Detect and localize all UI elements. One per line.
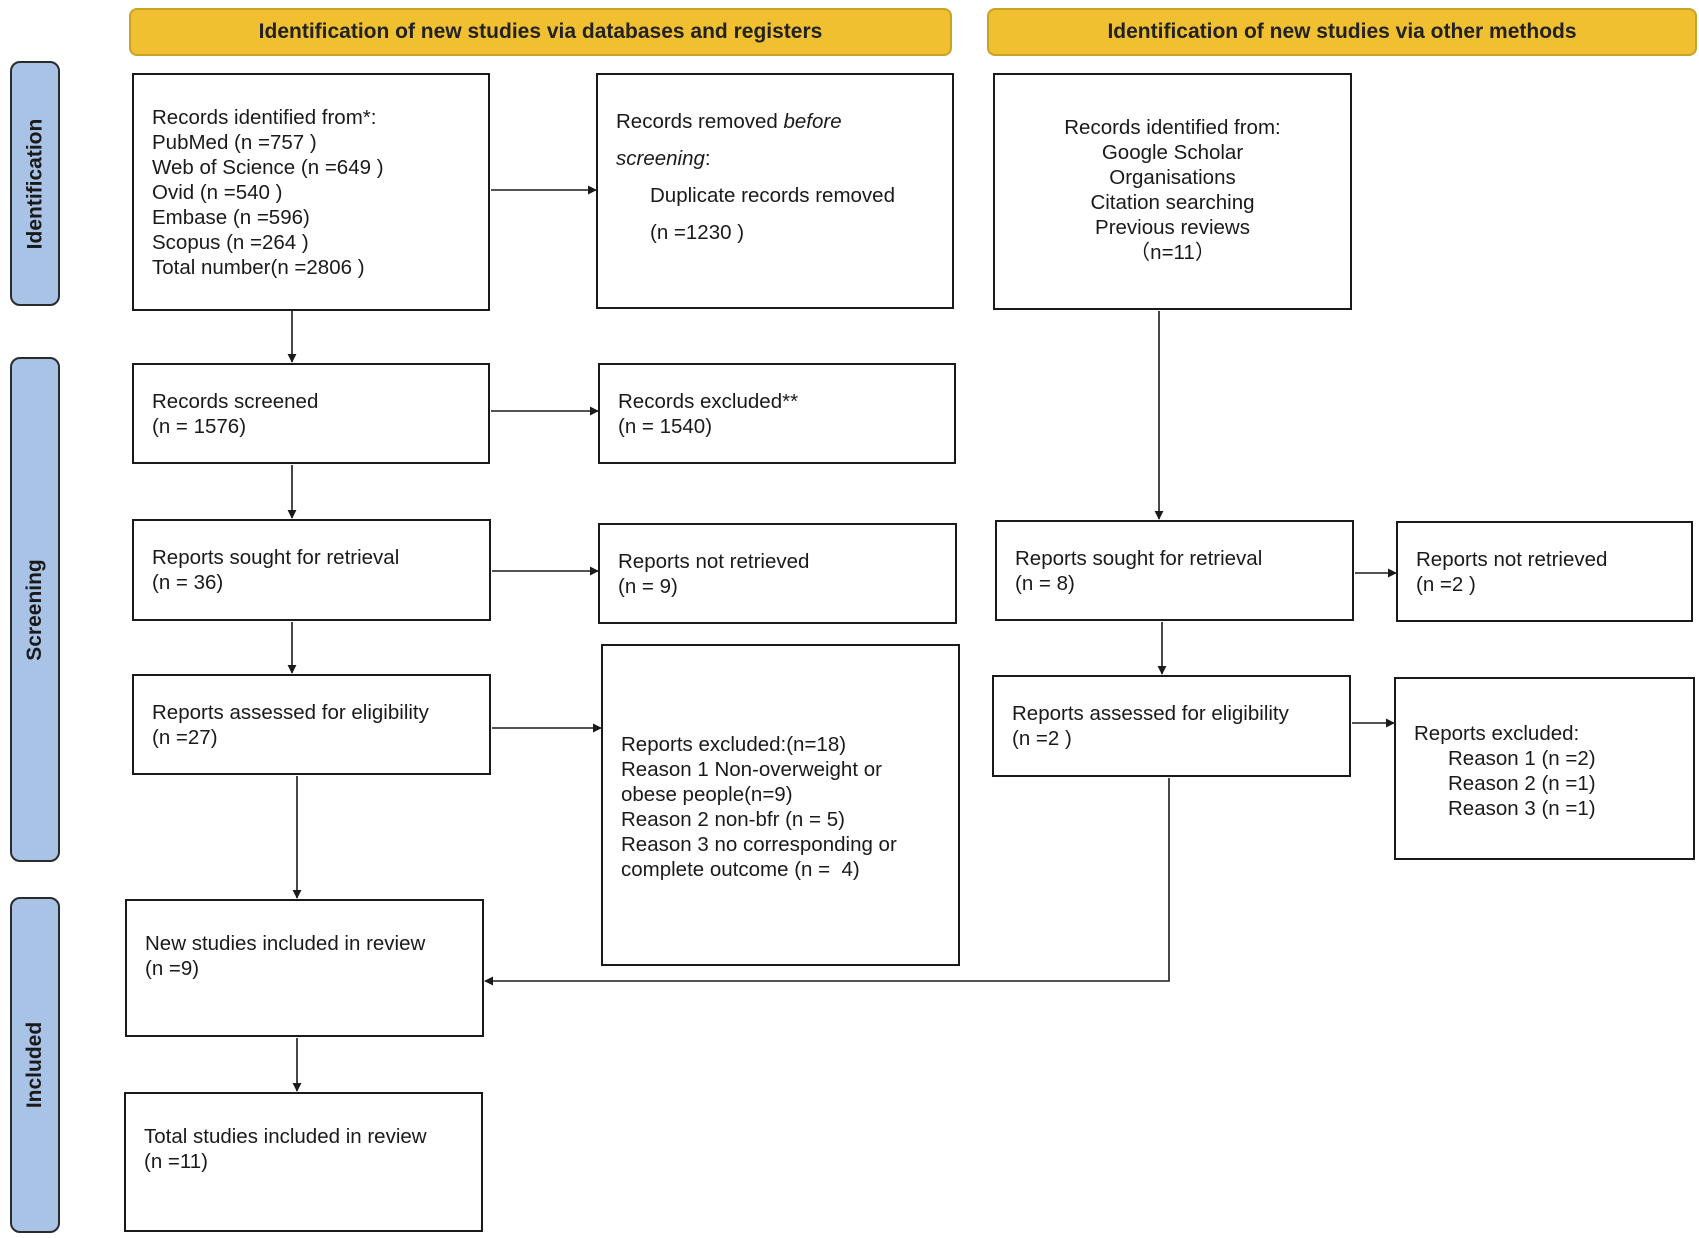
db-reports-excluded-box: Reports excluded:(n=18) Reason 1 Non-ove… [601,644,960,966]
records-screened-count: (n = 1576) [152,415,247,438]
db-source-scopus: Scopus (n =264 ) [152,231,309,254]
other-reports-assessed-box: Reports assessed for eligibility (n =2 ) [992,675,1351,777]
other-records-identified-count: （n=11） [1129,241,1216,264]
new-studies-included-box: New studies included in review (n =9) [125,899,484,1037]
other-reports-not-retrieved-box: Reports not retrieved (n =2 ) [1396,521,1693,622]
other-source-citation-searching: Citation searching [1090,191,1255,214]
other-records-identified-title: Records identified from: [1064,116,1281,139]
duplicates-removed-count: (n =1230 ) [650,221,745,244]
db-reports-assessed-box: Reports assessed for eligibility (n =27) [132,674,491,775]
other-source-google-scholar: Google Scholar [1101,141,1244,164]
db-records-identified-box: Records identified from*: PubMed (n =757… [132,73,490,311]
phase-identification: Identification [10,61,60,306]
db-total-number: Total number(n =2806 ) [152,256,365,279]
phase-screening: Screening [10,357,60,862]
other-records-identified-box: Records identified from: Google Scholar … [993,73,1352,310]
other-reason-1: Reason 1 (n =2) [1448,747,1596,770]
db-reason-1: Reason 1 Non-overweight or [621,758,882,781]
records-removed-heading: Records removed before [616,110,842,133]
other-reports-assessed-title: Reports assessed for eligibility [1012,702,1289,725]
duplicates-removed-label: Duplicate records removed [650,184,895,207]
records-removed-heading-2: screening: [616,147,711,170]
db-reason-2: Reason 2 non-bfr (n = 5) [621,808,845,831]
header-other-methods: Identification of new studies via other … [987,8,1697,56]
records-excluded-title: Records excluded** [618,390,799,413]
other-reports-assessed-count: (n =2 ) [1012,727,1072,750]
db-reason-3-cont: complete outcome (n = 4) [621,858,860,881]
phase-included: Included [10,897,60,1233]
other-source-organisations: Organisations [1109,166,1236,189]
db-records-excluded-box: Records excluded** (n = 1540) [598,363,956,464]
other-reports-not-retrieved-title: Reports not retrieved [1416,548,1608,571]
db-source-embase: Embase (n =596) [152,206,310,229]
db-source-wos: Web of Science (n =649 ) [152,156,384,179]
other-reports-not-retrieved-count: (n =2 ) [1416,573,1476,596]
db-reports-not-retrieved-box: Reports not retrieved (n = 9) [598,523,957,624]
db-reason-3: Reason 3 no corresponding or [621,833,897,856]
total-studies-included-count: (n =11) [144,1150,209,1173]
db-reason-1-cont: obese people(n=9) [621,783,793,806]
other-reports-sought-title: Reports sought for retrieval [1015,547,1263,570]
db-source-ovid: Ovid (n =540 ) [152,181,283,204]
records-excluded-count: (n = 1540) [618,415,713,438]
other-reports-excluded-box: Reports excluded: Reason 1 (n =2) Reason… [1394,677,1695,860]
phase-included-label: Included [23,1021,46,1109]
other-reason-2: Reason 2 (n =1) [1448,772,1596,795]
db-records-identified-title: Records identified from*: [152,106,377,129]
db-reports-assessed-count: (n =27) [152,726,218,749]
header-databases: Identification of new studies via databa… [129,8,952,56]
db-source-pubmed: PubMed (n =757 ) [152,131,317,154]
db-records-screened-box: Records screened (n = 1576) [132,363,490,464]
other-reports-sought-count: (n = 8) [1015,572,1075,595]
db-reports-sought-count: (n = 36) [152,571,224,594]
new-studies-included-title: New studies included in review [145,932,426,955]
db-records-removed-box: Records removed before screening: Duplic… [596,73,954,309]
other-reports-excluded-title: Reports excluded: [1414,722,1580,745]
other-reports-sought-box: Reports sought for retrieval (n = 8) [995,520,1354,621]
total-studies-included-title: Total studies included in review [144,1125,427,1148]
phase-screening-label: Screening [23,558,47,661]
phase-identification-label: Identification [23,118,47,249]
other-source-previous-reviews: Previous reviews [1095,216,1250,239]
records-screened-title: Records screened [152,390,319,413]
db-reports-sought-title: Reports sought for retrieval [152,546,400,569]
db-reports-assessed-title: Reports assessed for eligibility [152,701,429,724]
db-reports-sought-box: Reports sought for retrieval (n = 36) [132,519,491,621]
db-reports-not-retrieved-count: (n = 9) [618,575,678,598]
new-studies-included-count: (n =9) [145,957,200,980]
other-reason-3: Reason 3 (n =1) [1448,797,1596,820]
db-reports-excluded-total: Reports excluded:(n=18) [621,733,847,756]
db-reports-not-retrieved-title: Reports not retrieved [618,550,810,573]
total-studies-included-box: Total studies included in review (n =11) [124,1092,483,1232]
